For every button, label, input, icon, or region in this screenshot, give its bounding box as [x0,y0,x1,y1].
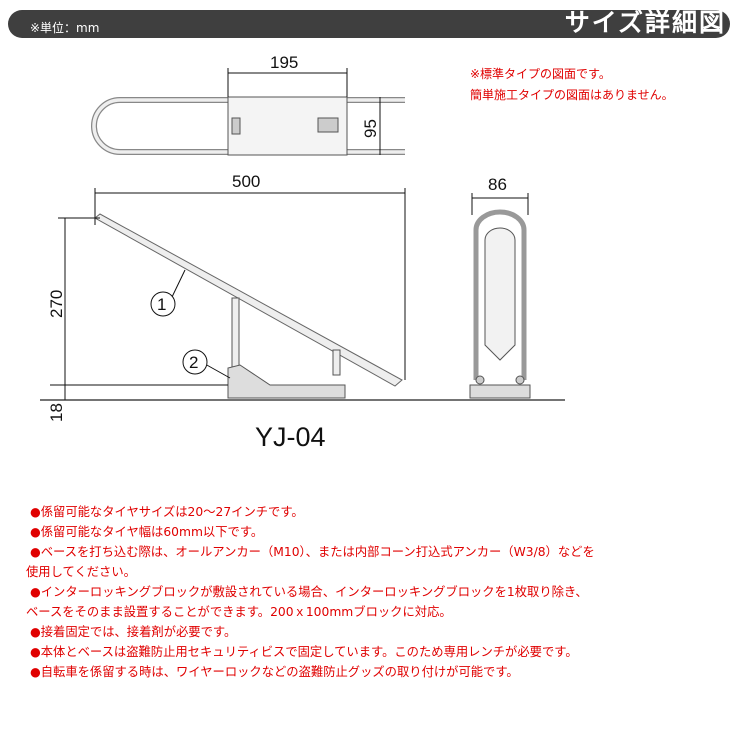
spec-line: ●係留可能なタイヤサイズは20～27インチです。 [30,505,304,519]
callout-2-label: 2 [189,353,198,372]
spec-line: ●インターロッキングブロックが敷設されている場合、インターロッキングブロックを1… [30,585,588,599]
dim-front-width: 86 [488,175,507,194]
model-name: YJ-04 [255,422,326,452]
spec-line: 使用してください。 [26,565,136,579]
dim-side-length: 500 [232,172,260,191]
dim-top-depth: 95 [361,119,380,138]
technical-drawing: 195 95 1 2 500 270 18 86 YJ-04 [40,53,565,452]
spec-line: ●接着固定では、接着剤が必要です。 [30,625,237,639]
callout-1 [150,291,176,317]
side-view [40,188,565,401]
spec-notes: ●係留可能なタイヤサイズは20～27インチです。 ●係留可能なタイヤ幅は60mm… [26,502,595,682]
dim-base-height: 18 [47,403,66,422]
front-view [469,193,531,399]
dim-side-height: 270 [47,290,66,318]
spec-line: ベースをそのまま設置することができます。200ｘ100mmブロックに対応。 [26,605,452,619]
top-view [91,68,405,156]
spec-line: ●ベースを打ち込む際は、オールアンカー（M10）、または内部コーン打込式アンカー… [30,545,595,559]
spec-line: ●自転車を係留する時は、ワイヤーロックなどの盗難防止グッズの取り付けが可能です。 [30,665,519,679]
header-bar [8,10,730,38]
callout-1-label: 1 [157,295,166,314]
spec-line: ●本体とベースは盗難防止用セキュリティビスで固定しています。このため専用レンチが… [30,645,578,659]
spec-line: ●係留可能なタイヤ幅は60mm以下です。 [30,525,264,539]
dim-top-width: 195 [270,53,298,72]
note-standard: ※標準タイプの図面です。 [470,67,611,81]
note-simple: 簡単施工タイプの図面はありません。 [470,88,674,102]
page-title: サイズ詳細図 [564,8,726,37]
callout-2 [182,349,208,375]
unit-label: ※単位：mm [30,21,100,35]
